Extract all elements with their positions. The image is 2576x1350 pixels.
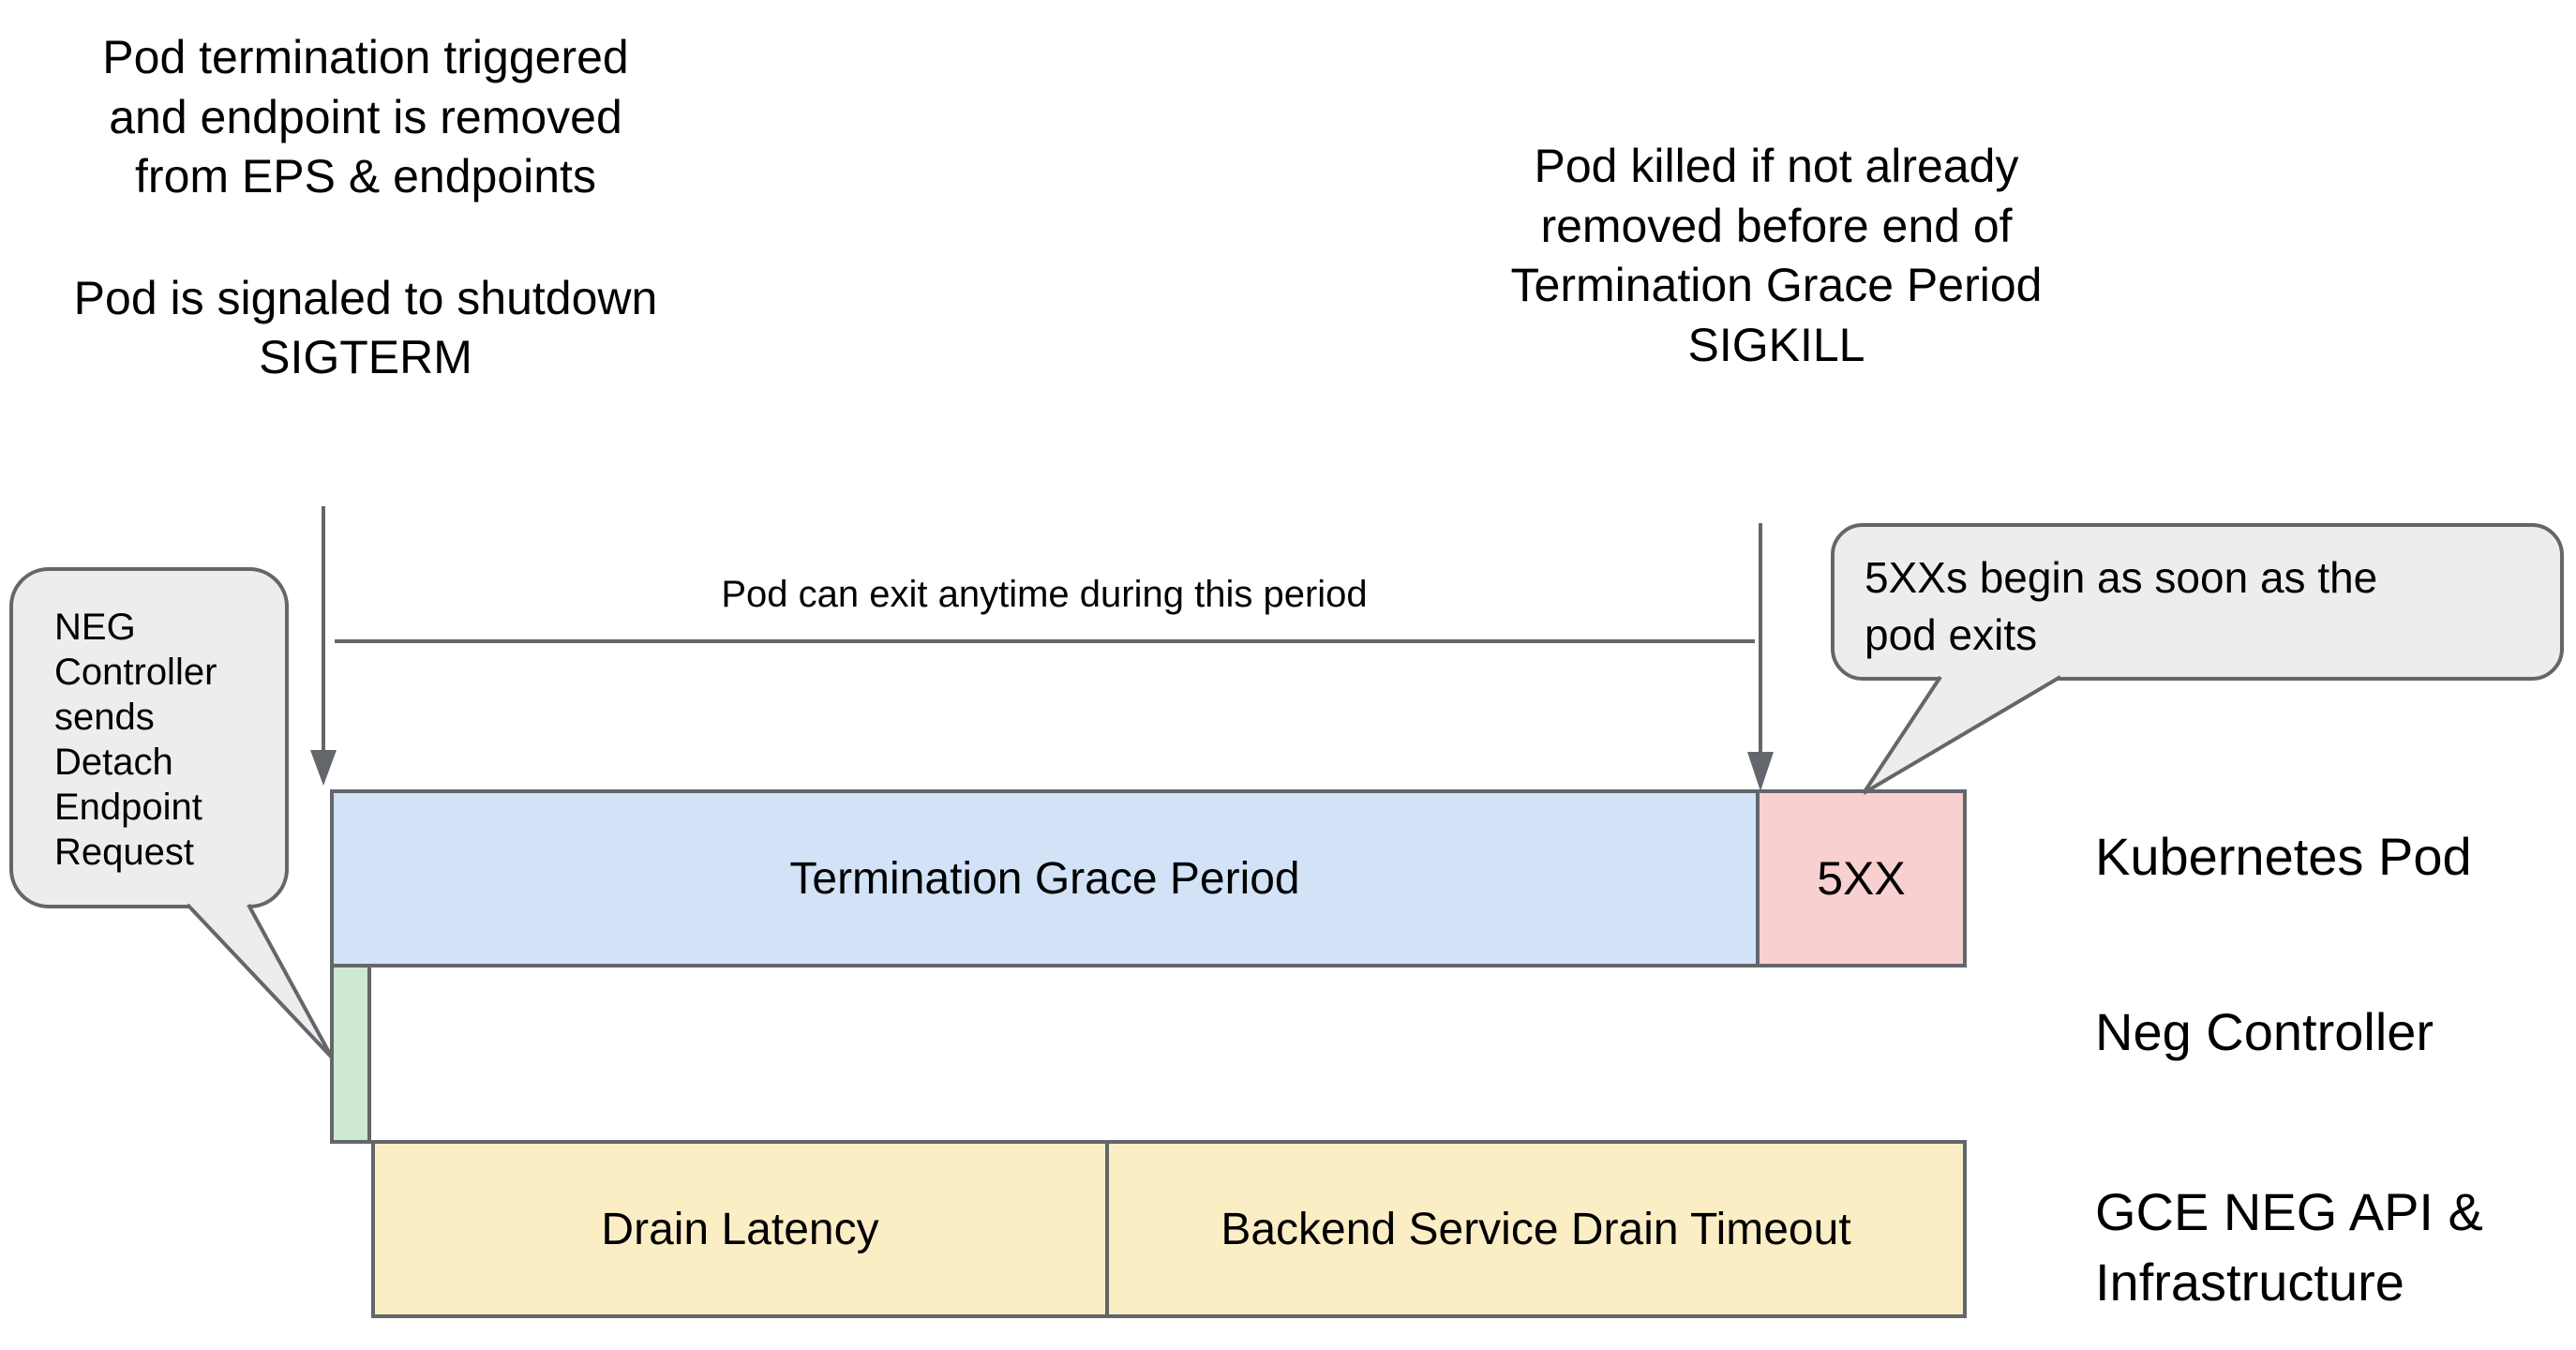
note-pod-termination-block: Pod termination triggered and endpoint i… (37, 28, 694, 388)
row-label-neg-controller: Neg Controller (2095, 1002, 2434, 1061)
note-pod-shutdown-sigterm-text: Pod is signaled to shutdown SIGTERM (73, 271, 658, 384)
sigterm-event-arrow (310, 506, 337, 786)
termination-grace-period-bar: Termination Grace Period (330, 789, 1760, 968)
five-xx-label: 5XX (1817, 852, 1906, 905)
drain-latency-bar: Drain Latency (371, 1140, 1109, 1318)
drain-latency-label: Drain Latency (601, 1204, 879, 1254)
callout-tail-left (176, 892, 334, 1059)
row-label-gce-neg-api-infrastructure: GCE NEG API & Infrastructure (2095, 1182, 2483, 1312)
backend-service-drain-timeout-bar: Backend Service Drain Timeout (1105, 1140, 1967, 1318)
callout-neg-controller-detach: NEG Controller sends Detach Endpoint Req… (9, 567, 289, 908)
backend-service-drain-timeout-label: Backend Service Drain Timeout (1221, 1204, 1851, 1254)
detach-endpoint-request-bar (330, 964, 371, 1144)
row-label-kubernetes-pod: Kubernetes Pod (2095, 827, 2472, 886)
note-pod-killed-sigkill-text: Pod killed if not already removed before… (1510, 140, 2043, 371)
sigkill-event-arrow (1747, 523, 1774, 791)
callout-five-xx-begin: 5XXs begin as soon as the pod exits (1831, 523, 2564, 681)
five-xx-bar: 5XX (1756, 789, 1967, 968)
termination-grace-period-label: Termination Grace Period (789, 853, 1300, 904)
note-pod-termination-text: Pod termination triggered and endpoint i… (102, 31, 629, 202)
exit-window-span-label: Pod can exit anytime during this period (721, 574, 1368, 615)
gce-drain-bars: Drain Latency Backend Service Drain Time… (371, 1140, 1967, 1318)
